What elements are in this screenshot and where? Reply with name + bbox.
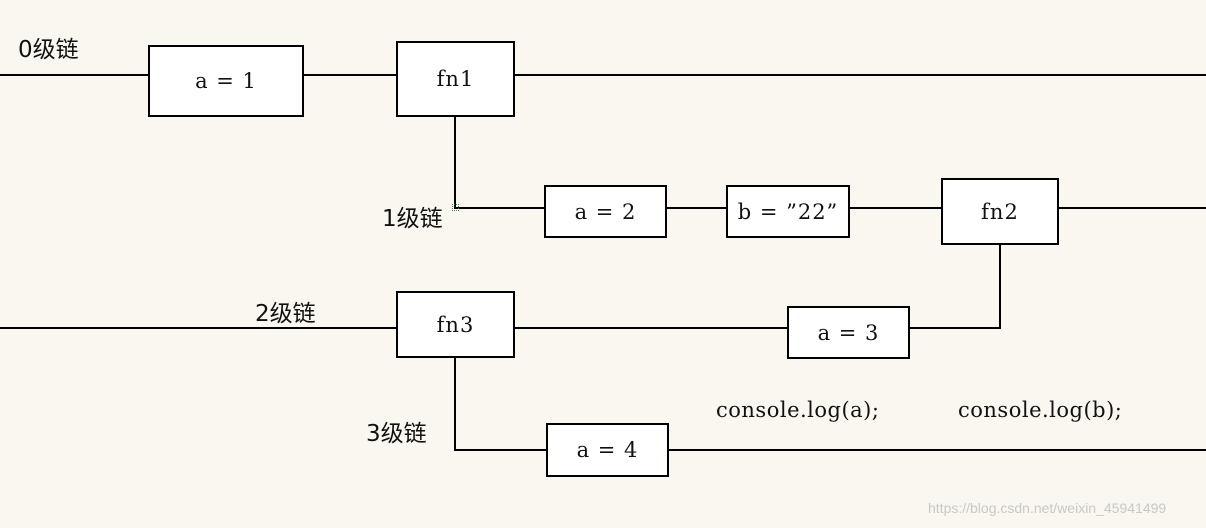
fn2-to-level2-line	[910, 245, 1001, 329]
node-b-equals-22: b = ”22”	[726, 185, 850, 238]
fn1-to-level1-line	[454, 117, 544, 209]
node-fn1: fn1	[396, 41, 515, 117]
node-fn3: fn3	[396, 291, 515, 358]
selection-handle	[452, 204, 459, 211]
fn3-to-level3-line	[454, 358, 546, 451]
level1-label: 1级链	[382, 206, 443, 232]
node-a-equals-4: a = 4	[546, 423, 669, 477]
node-fn2: fn2	[941, 178, 1059, 245]
console-log-b: console.log(b);	[958, 398, 1123, 422]
level3-label: 3级链	[366, 421, 427, 447]
watermark-text: https://blog.csdn.net/weixin_45941499	[928, 500, 1167, 516]
node-a-equals-2: a = 2	[544, 185, 667, 238]
node-a-equals-3: a = 3	[787, 306, 910, 359]
console-log-a: console.log(a);	[716, 398, 880, 422]
level0-label: 0级链	[18, 37, 79, 63]
node-a-equals-1: a = 1	[148, 45, 304, 117]
level2-label: 2级链	[255, 301, 316, 327]
